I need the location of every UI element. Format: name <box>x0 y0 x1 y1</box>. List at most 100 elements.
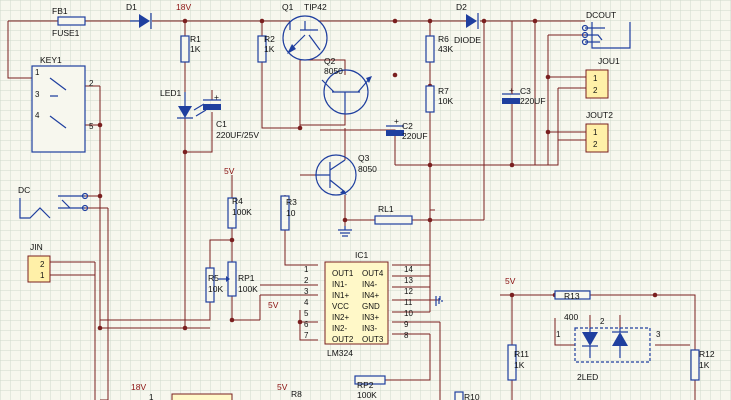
resistor-r1: R1 1K <box>180 34 201 63</box>
r5-designator: R5 <box>208 273 219 283</box>
r13-value: 400 <box>564 312 578 322</box>
key1-pin-2: 2 <box>89 79 94 88</box>
r1-designator: R1 <box>190 34 201 44</box>
svg-text:+: + <box>394 116 399 126</box>
jout2-pin-2: 2 <box>593 140 598 149</box>
ic1-pin-name: OUT2 <box>332 335 354 344</box>
capacitor-c2: + C2 220UF <box>386 116 428 141</box>
resistor-r11: R11 1K <box>507 344 529 381</box>
led2-pin-3: 3 <box>656 330 661 339</box>
ic1-pin-num: 3 <box>304 287 309 296</box>
rp1-designator: RP1 <box>238 273 255 283</box>
jou1-pin-2: 2 <box>593 86 598 95</box>
fuse-fb1: FB1 FUSE1 <box>52 6 86 38</box>
net-5v-bottom: 5V <box>277 382 288 392</box>
switch-key1: 1 3 4 2 5 KEY1 <box>31 55 94 153</box>
resistor-r7: R7 10K <box>425 85 453 113</box>
ic1-pin-num: 11 <box>404 298 413 307</box>
resistor-r10: R10 <box>454 391 480 400</box>
junctions <box>97 18 658 331</box>
jout2-designator: JOUT2 <box>586 110 613 120</box>
resistor-r6: R6 43K <box>425 34 453 63</box>
ic1-pin-name: OUT3 <box>362 335 384 344</box>
ic1-pin-num: 5 <box>304 309 309 318</box>
potentiometer-rp1: RP1 100K <box>218 261 258 297</box>
d2-designator: D2 <box>456 2 467 12</box>
c2-designator: C2 <box>402 121 413 131</box>
r6-designator: R6 <box>438 34 449 44</box>
rp2-value: 100K <box>357 390 377 400</box>
resistor-r12: R12 1K <box>690 349 715 381</box>
r5-value: 10K <box>208 284 223 294</box>
ic1-pin-num: 2 <box>304 276 309 285</box>
ic1-lm324: IC1 LM324 1 OUT1 2 IN1- 3 IN1+ 4 VCC 5 I… <box>304 250 413 358</box>
led1-designator: LED1 <box>160 88 182 98</box>
c3-designator: C3 <box>520 86 531 96</box>
jou1-pin-1: 1 <box>593 74 598 83</box>
capacitor-c1: + C1 220UF/25V <box>203 92 259 140</box>
r3-designator: R3 <box>286 197 297 207</box>
header-jin: 2 1 JIN <box>27 242 51 283</box>
ic1-value: LM324 <box>327 348 353 358</box>
resistor-r4: R4 100K <box>227 196 252 229</box>
diode-d1: D1 <box>126 2 152 29</box>
ic-gnd-symbol <box>435 296 443 306</box>
ic1-pin-num: 1 <box>304 265 309 274</box>
resistor-r3: R3 10 <box>280 195 297 231</box>
net-18v-top: 18V <box>176 2 191 12</box>
key1-pin-5: 5 <box>89 122 94 131</box>
transistor-q3: Q3 8050 <box>315 153 377 196</box>
r4-designator: R4 <box>232 196 243 206</box>
svg-text:+: + <box>214 92 219 102</box>
resistor-r5: R5 10K <box>205 267 223 303</box>
led2-value: 2LED <box>577 372 598 382</box>
r12-value: 1K <box>699 360 710 370</box>
led1: LED1 <box>160 88 207 119</box>
c2-value: 220UF <box>402 131 428 141</box>
ic1-pin-name: IN1- <box>332 280 347 289</box>
c1-designator: C1 <box>216 119 227 129</box>
ic1-pin-num: 12 <box>404 287 413 296</box>
jin-pin-1: 1 <box>40 271 45 280</box>
transistor-q1: Q1 TIP42 <box>282 2 328 61</box>
ic1-pin-name: IN4+ <box>362 291 379 300</box>
c3-value: 220UF <box>520 96 546 106</box>
r6-value: 43K <box>438 44 453 54</box>
r1-value: 1K <box>190 44 201 54</box>
dc-jack: DC <box>18 185 89 219</box>
ic1-pin-name: IN3+ <box>362 313 379 322</box>
ic1-pin-name: OUT1 <box>332 269 354 278</box>
jou1-designator: JOU1 <box>598 56 620 66</box>
led-2led: 1 2 3 2LED <box>556 317 661 382</box>
ic1-pin-name: OUT4 <box>362 269 384 278</box>
ic-bottom-partial <box>171 393 233 400</box>
key1-pin-1: 1 <box>35 68 40 77</box>
jin-designator: JIN <box>30 242 43 252</box>
rp2-designator: RP2 <box>357 380 374 390</box>
dcout-designator: DCOUT <box>586 10 616 20</box>
c1-value: 220UF/25V <box>216 130 259 140</box>
q1-value: TIP42 <box>304 2 327 12</box>
ic1-pin-num: 4 <box>304 298 309 307</box>
net-18v-bottom: 18V <box>131 382 146 392</box>
transistor-q2: Q2 8050 <box>321 56 372 115</box>
led2-pin-2: 2 <box>600 317 605 326</box>
diode-d2: D2 DIODE <box>454 2 481 45</box>
r2-designator: R2 <box>264 34 275 44</box>
r13-designator: R13 <box>564 291 580 301</box>
dc-designator: DC <box>18 185 30 195</box>
ground-symbol <box>338 226 352 237</box>
r11-value: 1K <box>514 360 525 370</box>
net-5v-right: 5V <box>505 276 516 286</box>
fb1-designator: FB1 <box>52 6 68 16</box>
potentiometer-rp2: RP2 100K <box>354 375 386 400</box>
d2-value: DIODE <box>454 35 481 45</box>
ic1-pin-num: 8 <box>404 331 409 340</box>
net-5v-ic: 5V <box>268 300 279 310</box>
ic1-pin-num: 9 <box>404 320 409 329</box>
q3-designator: Q3 <box>358 153 370 163</box>
ic-bottom-pin-1: 1 <box>149 393 154 400</box>
ic1-pin-num: 13 <box>404 276 413 285</box>
r7-value: 10K <box>438 96 453 106</box>
resistor-r13: R13 400 <box>554 290 591 322</box>
